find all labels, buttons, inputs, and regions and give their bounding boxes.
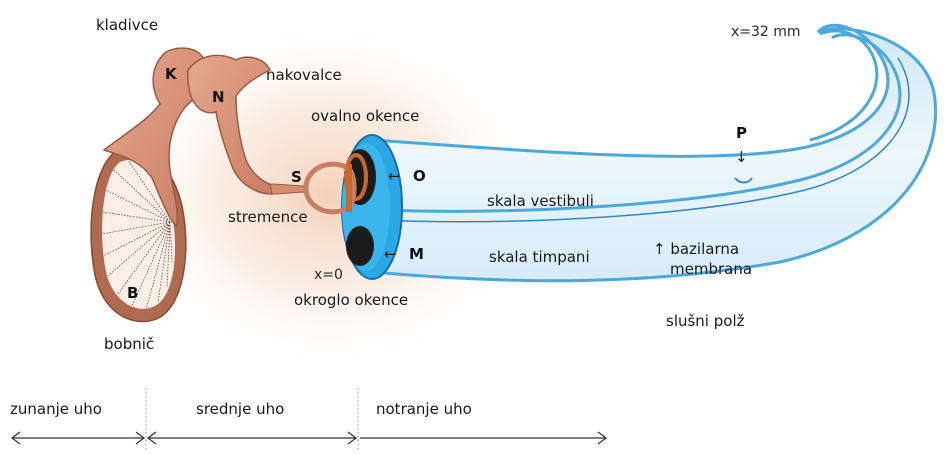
label-oval-window: ovalno okence (311, 107, 419, 125)
label-x-zero: x=0 (314, 267, 343, 283)
arrow-m: ← (384, 245, 397, 263)
label-incus: nakovalce (266, 66, 342, 84)
section-inner-ear: notranje uho (376, 400, 472, 418)
letter-p: P (736, 124, 747, 142)
round-window (346, 226, 374, 266)
letter-o: O (413, 167, 426, 185)
label-eardrum: bobnič (104, 335, 154, 353)
stapes-neck (270, 184, 308, 194)
arrow-o: ← (388, 167, 401, 185)
letter-s: S (291, 168, 302, 186)
label-round-window: okroglo okence (294, 291, 408, 309)
letter-b: B (127, 284, 138, 302)
label-basilar-line1: ↑ bazilarna (653, 240, 739, 258)
section-middle-ear: srednje uho (196, 400, 284, 418)
section-dividers (146, 388, 358, 452)
label-x-end: x=32 mm (731, 24, 801, 40)
label-basilar-line2: membrana (670, 260, 752, 278)
letter-n: N (212, 88, 225, 106)
label-stapes: stremence (228, 208, 308, 226)
letter-m: M (409, 245, 424, 263)
stapes-footplate (346, 164, 352, 212)
label-scala-vestibuli: skala vestibuli (487, 192, 594, 210)
section-outer-ear: zunanje uho (10, 400, 102, 418)
arrow-p: ↓ (735, 148, 748, 166)
section-arrows (12, 432, 606, 444)
label-cochlea: slušni polž (666, 312, 745, 330)
label-malleus: kladivce (96, 16, 158, 34)
letter-k: K (165, 65, 178, 83)
label-scala-tympani: skala timpani (489, 248, 590, 266)
